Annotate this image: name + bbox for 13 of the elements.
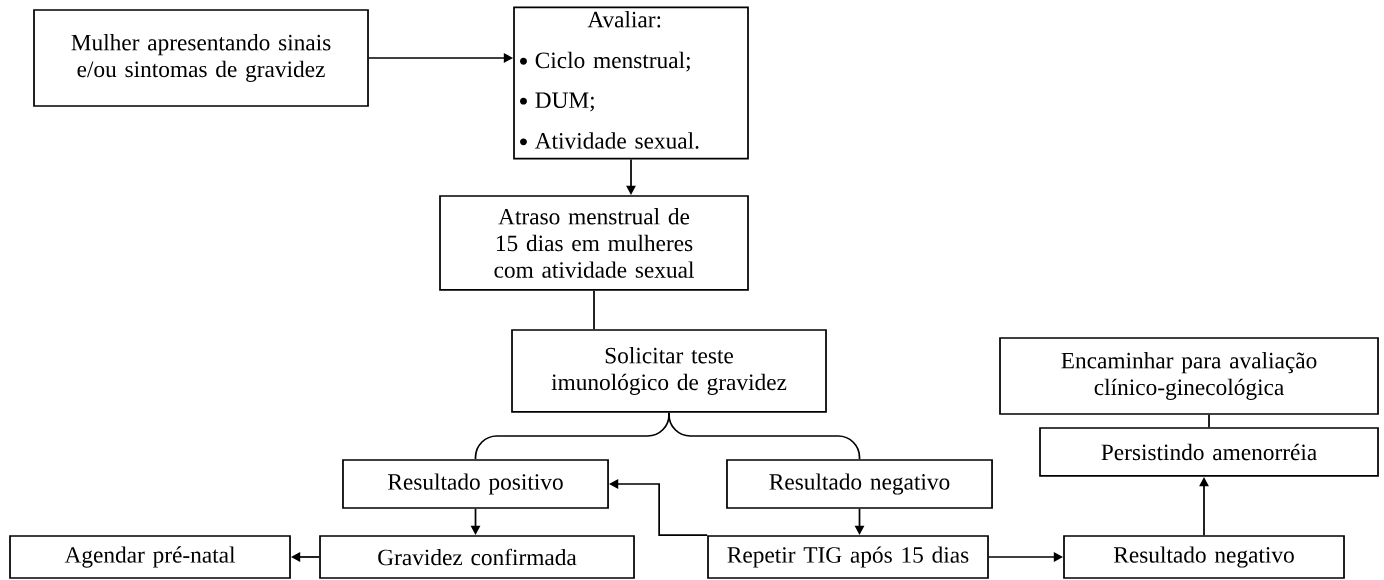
process-box: Atraso menstrual de 15 dias em mulheres com atividade sexual: [439, 195, 749, 291]
process-box: Avaliar: Ciclo menstrual; DUM; Atividade sexual.: [513, 6, 749, 160]
process-box: Gravidez confirmada: [319, 535, 635, 579]
process-box: Encaminhar para avaliação clínico-ginecológica: [999, 337, 1379, 415]
process-box: Persistindo amenorréia: [1039, 427, 1379, 477]
process-box: Resultado negativo: [1063, 535, 1345, 579]
process-box: Mulher apresentando sinais e/ou sintomas de gravidez: [33, 9, 369, 107]
process-box: Repetir TIG após 15 dias: [707, 535, 989, 579]
process-box: Agendar pré-natal: [9, 535, 291, 579]
process-box: Resultado negativo: [726, 459, 993, 509]
process-box: Resultado positivo: [342, 459, 609, 509]
process-box: Solicitar teste imunológico de gravidez: [511, 329, 827, 413]
arrow: [291, 552, 320, 562]
